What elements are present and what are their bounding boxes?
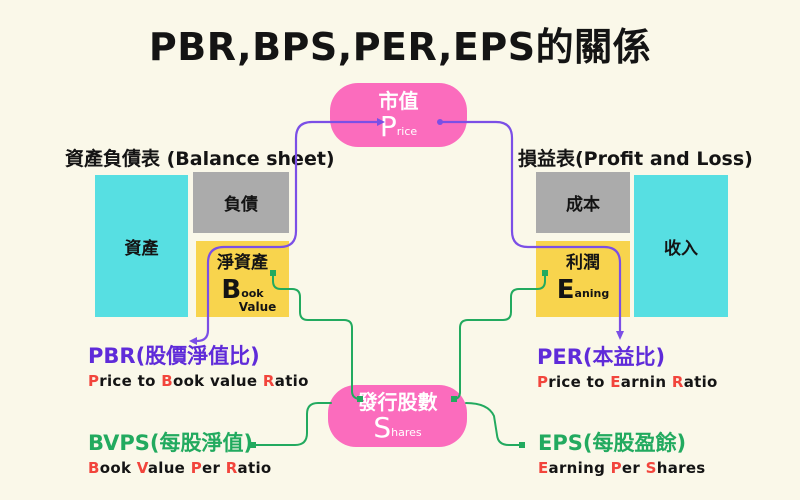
book-small-letters: ook: [241, 287, 264, 300]
market-cap-box: 市值 Price: [330, 83, 467, 147]
profit-box: 利潤 Eaning: [536, 241, 630, 317]
shares-to-eps-line: [465, 402, 520, 446]
eps-subtitle: Earning Per Shares: [538, 459, 706, 477]
per-subtitle: Price to Earnin Ratio: [537, 373, 718, 391]
liabilities-box: 負債: [193, 172, 289, 233]
price-lettering: Price: [379, 109, 418, 143]
pbr-subtitle: Price to Book value Ratio: [88, 372, 309, 390]
book-value-lettering: Book: [221, 277, 263, 303]
shares-label: 發行股數: [357, 389, 438, 414]
net-worth-label: 淨資產: [217, 253, 268, 273]
liabilities-label: 負債: [224, 195, 258, 215]
assets-box: 資產: [95, 175, 188, 317]
net-worth-box: 淨資產 Book Value: [196, 241, 289, 317]
bvps-subtitle: Book Value Per Ratio: [88, 459, 272, 477]
market-cap-label: 市值: [378, 88, 419, 113]
bvps-label: BVPS(每股淨值): [88, 431, 254, 455]
earning-big-letter: E: [556, 275, 575, 305]
value-word: Value: [238, 300, 277, 314]
shares-big-letter: S: [373, 410, 392, 444]
revenue-label: 收入: [664, 238, 698, 259]
page-title: PBR,BPS,PER,EPS的關係: [148, 25, 652, 69]
earning-small-letters: aning: [574, 287, 610, 300]
cost-box: 成本: [536, 172, 630, 233]
shares-small-letters: hares: [391, 425, 422, 439]
profit-to-shares-line: [454, 272, 546, 400]
pbr-label: PBR(股價淨值比): [88, 344, 260, 368]
bvps-to-shares-line: [253, 402, 332, 446]
per-label: PER(本益比): [537, 345, 666, 369]
per-arrowhead: [616, 331, 624, 340]
price-small-letters: rice: [396, 124, 418, 138]
shares-lettering: Shares: [373, 410, 422, 444]
cost-label: 成本: [566, 195, 600, 215]
earning-lettering: Eaning: [557, 277, 610, 303]
price-big-letter: P: [379, 109, 397, 143]
revenue-box: 收入: [634, 175, 728, 317]
assets-label: 資產: [124, 238, 159, 259]
eps-label: EPS(每股盈餘): [538, 431, 687, 455]
eps-dot: [519, 442, 525, 448]
profit-label: 利潤: [566, 253, 600, 273]
balance-sheet-header: 資產負債表 (Balance sheet): [65, 148, 335, 170]
shares-box: 發行股數 Shares: [328, 385, 467, 447]
profit-loss-header: 損益表(Profit and Loss): [518, 148, 753, 170]
